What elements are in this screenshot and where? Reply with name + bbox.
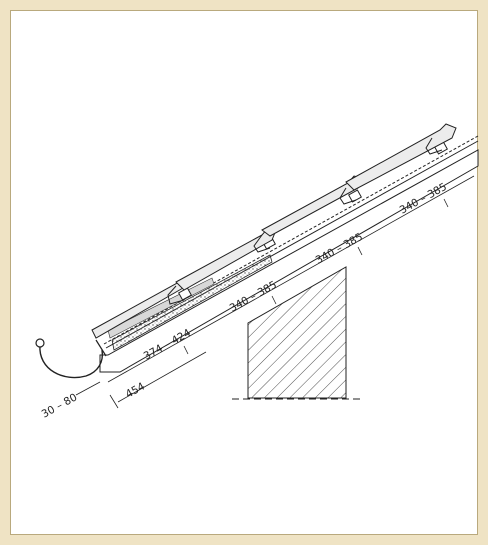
dim-eave-overhang: 30 – 80 [40, 391, 80, 420]
battens [178, 141, 448, 301]
dim-first-batten: 454 [124, 380, 148, 400]
gutter-bracket [95, 339, 107, 357]
gutter [35, 338, 107, 379]
gutter-bead [35, 338, 45, 348]
tile-4 [345, 123, 457, 191]
wall-section [232, 266, 362, 400]
membrane-line [103, 135, 479, 345]
roof-tiles [91, 123, 457, 339]
dimension-lines [75, 175, 475, 409]
